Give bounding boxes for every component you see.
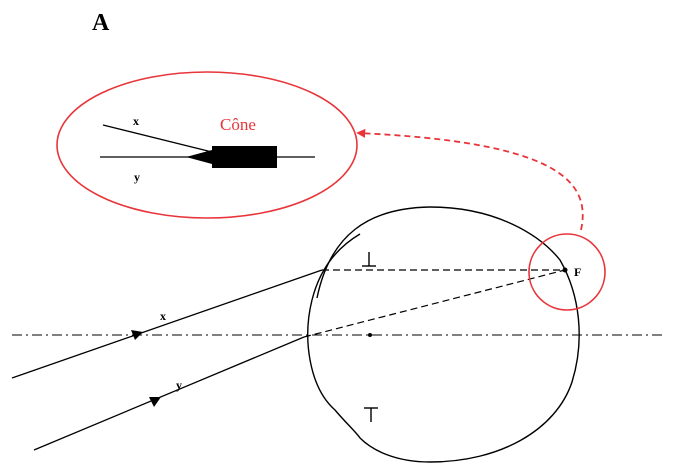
inset-ray-y-label: y bbox=[134, 170, 140, 184]
cornea-top bbox=[311, 233, 361, 301]
ray-y: y bbox=[33, 269, 566, 451]
ray-x-incoming bbox=[11, 269, 323, 379]
ray-y-label: y bbox=[176, 378, 182, 392]
ray-y-arrowhead bbox=[149, 397, 161, 407]
panel-label: A bbox=[92, 10, 110, 36]
top-mark bbox=[362, 252, 376, 267]
ray-x: x bbox=[11, 269, 565, 379]
cone-label: Cône bbox=[220, 115, 256, 134]
cone-inset: x y Cône bbox=[56, 71, 358, 219]
inset-ray-x-label: x bbox=[133, 114, 139, 128]
inset-ellipse bbox=[56, 71, 358, 219]
ray-y-refracted bbox=[303, 269, 566, 338]
eye-globe-outline bbox=[307, 206, 580, 463]
focus-point bbox=[562, 267, 568, 273]
ray-x-arrowhead bbox=[131, 330, 143, 340]
eye bbox=[307, 206, 580, 463]
nodal-point bbox=[368, 333, 372, 337]
inset-ray-x bbox=[102, 124, 213, 153]
cone-shape bbox=[186, 146, 277, 168]
ray-x-label: x bbox=[160, 309, 166, 323]
magnify-arrow bbox=[356, 128, 584, 231]
focus-label: F bbox=[574, 265, 581, 279]
focus-highlight-circle bbox=[528, 233, 606, 311]
focus: F bbox=[528, 233, 606, 311]
ray-y-incoming bbox=[33, 336, 305, 451]
bottom-mark bbox=[364, 407, 378, 422]
